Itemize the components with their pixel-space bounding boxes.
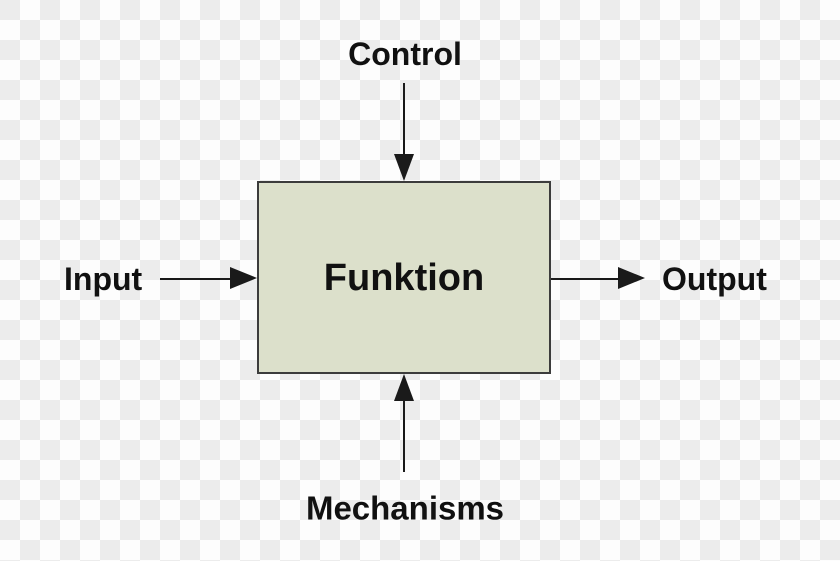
control-arrow-line <box>403 83 405 156</box>
mechanisms-arrowhead-up-icon <box>394 374 414 401</box>
input-arrowhead-right-icon <box>230 267 257 289</box>
function-box-label: Funktion <box>323 256 485 299</box>
mechanisms-label: Mechanisms <box>305 489 505 527</box>
input-arrow-line <box>160 278 232 280</box>
mechanisms-arrow-line <box>403 398 405 472</box>
input-label: Input <box>64 261 143 297</box>
output-arrow-line <box>551 278 619 280</box>
control-label: Control <box>348 36 462 72</box>
output-arrowhead-right-icon <box>618 267 645 289</box>
output-label: Output <box>662 261 767 297</box>
control-arrowhead-down-icon <box>394 154 414 181</box>
function-box: Funktion <box>257 181 551 374</box>
